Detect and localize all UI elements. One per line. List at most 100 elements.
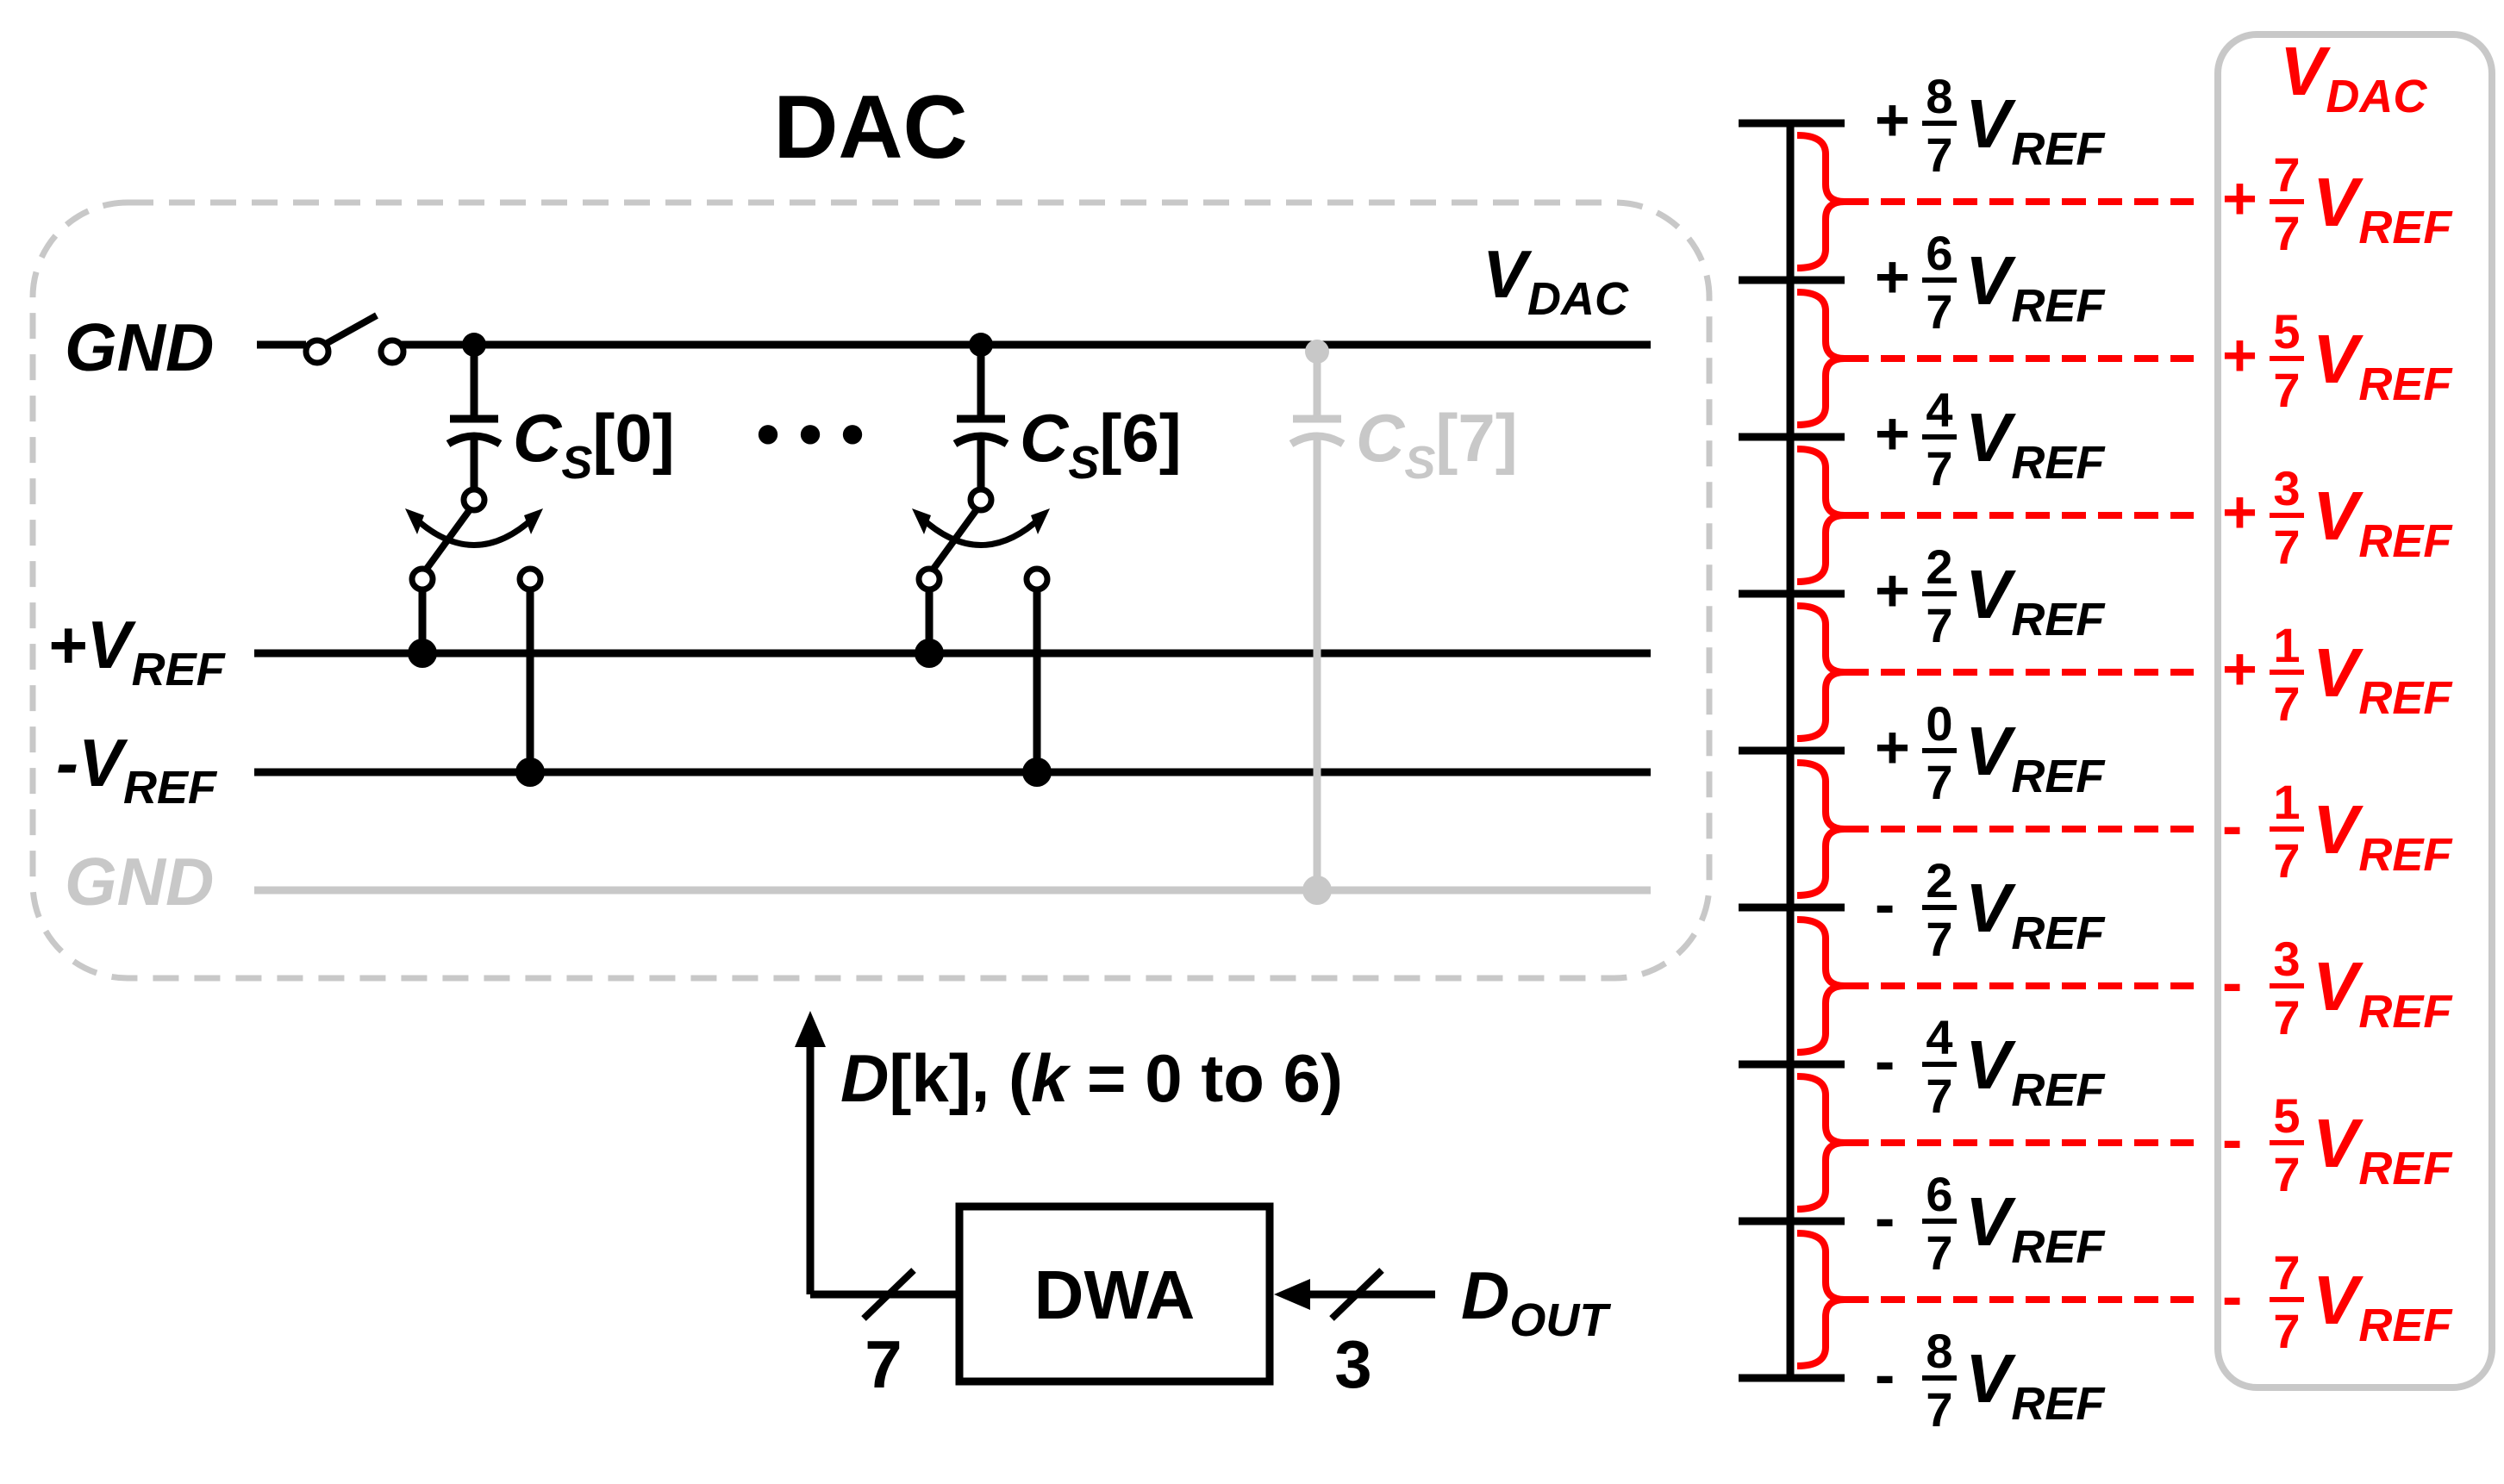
vdac-value-denominator: 7 xyxy=(2273,1304,2300,1358)
vdac-value-denominator: 7 xyxy=(2273,520,2300,574)
level-label-denominator: 7 xyxy=(1926,1382,1952,1437)
vdac-value-denominator: 7 xyxy=(2273,990,2300,1044)
level-label-denominator: 7 xyxy=(1926,1069,1952,1123)
vdac-value-vref: VREF xyxy=(2313,477,2453,567)
vdac-value-numerator: 7 xyxy=(2273,147,2300,202)
level-label-sign: + xyxy=(1875,400,1910,467)
vdac-value-sign: - xyxy=(2222,1106,2242,1173)
level-brace xyxy=(1796,1073,1845,1213)
level-label-sign: - xyxy=(1875,870,1895,938)
vdac-value-sign: + xyxy=(2222,478,2257,546)
level-label-numerator: 4 xyxy=(1926,1010,1952,1064)
vdac-value-vref: VREF xyxy=(2313,321,2453,410)
level-label-numerator: 0 xyxy=(1926,696,1952,751)
level-label-denominator: 7 xyxy=(1926,912,1952,966)
level-label-numerator: 8 xyxy=(1926,1324,1952,1378)
vdac-value-numerator: 5 xyxy=(2273,1088,2300,1143)
vdac-value-sign: + xyxy=(2222,321,2257,389)
cap-branch-7 xyxy=(1289,340,1346,905)
vdac-value-vref: VREF xyxy=(2313,634,2453,724)
level-label-denominator: 7 xyxy=(1926,128,1952,182)
dac-title: DAC xyxy=(773,78,967,178)
vdac-value-denominator: 7 xyxy=(2273,363,2300,417)
vdac-value-denominator: 7 xyxy=(2273,677,2300,731)
vdac-value-sign: + xyxy=(2222,635,2257,702)
dwa-out-bits: 7 xyxy=(865,1326,902,1402)
level-label-sign: - xyxy=(1875,1184,1895,1251)
level-label-denominator: 7 xyxy=(1926,598,1952,652)
ellipsis: • • • xyxy=(756,396,864,471)
vdac-value-denominator: 7 xyxy=(2273,1147,2300,1201)
level-label-numerator: 2 xyxy=(1926,853,1952,907)
level-label-numerator: 6 xyxy=(1926,226,1952,280)
level-label-numerator: 4 xyxy=(1926,383,1952,437)
level-label-sign: + xyxy=(1875,86,1910,153)
vdac-value-numerator: 5 xyxy=(2273,304,2300,359)
level-label-sign: + xyxy=(1875,714,1910,781)
vref-pos-label: +VREF xyxy=(47,607,227,695)
level-brace xyxy=(1796,446,1845,585)
red-level-braces xyxy=(1796,132,2194,1369)
dac-boundary xyxy=(29,199,1713,982)
cap-label-0: CS[0] xyxy=(513,400,675,489)
vref-neg-label: -VREF xyxy=(56,725,218,814)
vdac-value-denominator: 7 xyxy=(2273,206,2300,260)
level-label-vref: VREF xyxy=(1965,1026,2106,1116)
vdac-value-sign: + xyxy=(2222,165,2257,232)
dwa-block xyxy=(955,1202,1274,1386)
level-label-vref: VREF xyxy=(1965,1183,2106,1273)
dwa-in-bits: 3 xyxy=(1334,1326,1371,1402)
level-label-denominator: 7 xyxy=(1926,284,1952,339)
vdac-value-sign: - xyxy=(2222,1263,2242,1330)
level-label-vref: VREF xyxy=(1965,713,2106,802)
vdac-column-header: VDAC xyxy=(2280,33,2427,122)
dk-label: D[k], (k = 0 to 6) xyxy=(840,1040,1343,1116)
level-label-vref: VREF xyxy=(1965,85,2106,175)
vdac-value-vref: VREF xyxy=(2313,948,2453,1038)
level-label-vref: VREF xyxy=(1965,242,2106,332)
level-label-sign: + xyxy=(1875,557,1910,624)
level-label-vref: VREF xyxy=(1965,556,2106,645)
vdac-value-numerator: 7 xyxy=(2273,1245,2300,1300)
vdac-node-label: VDAC xyxy=(1483,236,1629,325)
level-label-numerator: 8 xyxy=(1926,69,1952,123)
dout-label: DOUT xyxy=(1461,1257,1611,1346)
vdac-value-numerator: 1 xyxy=(2273,775,2300,829)
vdac-values-box xyxy=(2214,31,2495,1391)
dwa-in-bus-slash xyxy=(1329,1268,1384,1321)
cap-branch-6 xyxy=(912,333,1052,787)
vdac-value-numerator: 3 xyxy=(2273,932,2300,986)
vdac-value-sign: - xyxy=(2222,792,2242,859)
level-label-sign: - xyxy=(1875,1027,1895,1094)
level-brace xyxy=(1796,289,1845,428)
level-ticks xyxy=(1739,119,1845,1382)
level-label-vref: VREF xyxy=(1965,399,2106,489)
cap-label-7: CS[7] xyxy=(1356,400,1518,489)
level-label-denominator: 7 xyxy=(1926,1225,1952,1280)
vdac-value-denominator: 7 xyxy=(2273,833,2300,888)
vdac-value-sign: - xyxy=(2222,949,2242,1016)
vdac-value-vref: VREF xyxy=(2313,164,2453,253)
level-label-vref: VREF xyxy=(1965,870,2106,959)
cap-branch-0 xyxy=(405,333,545,787)
level-brace xyxy=(1796,602,1845,742)
level-brace xyxy=(1796,132,1845,271)
level-label-sign: + xyxy=(1875,243,1910,310)
dwa-out-bus-slash xyxy=(861,1268,916,1321)
